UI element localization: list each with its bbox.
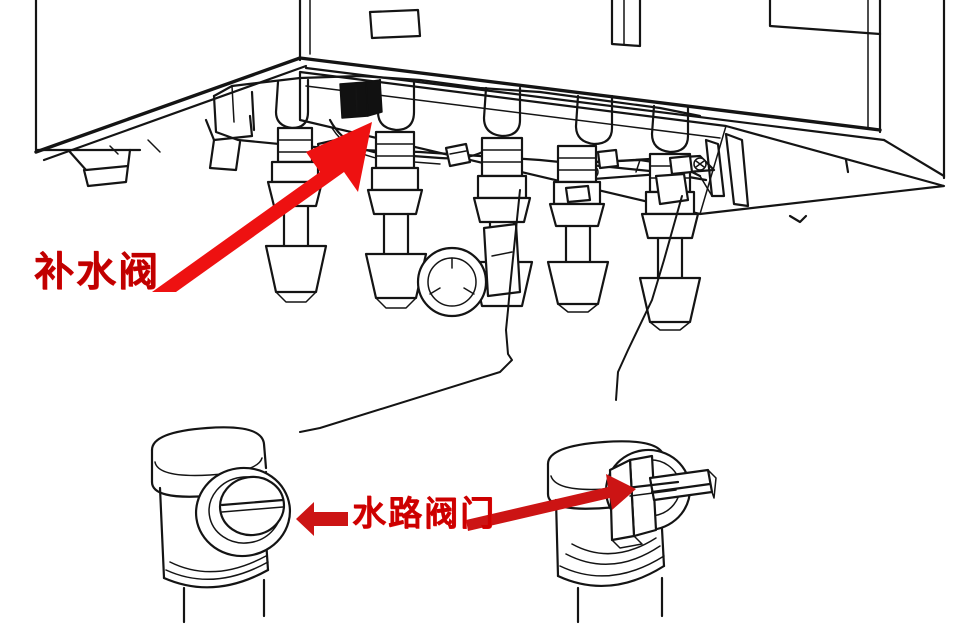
valve-detail-open [546,440,717,624]
clip-detail-4 [668,154,694,176]
valve-slot-screw [218,475,286,537]
clip-detail-2 [444,142,472,168]
pipe-connection-3 [416,136,534,318]
leader-lines [299,189,683,433]
valve-detail-closed [150,426,292,624]
clip-detail-3 [596,148,620,170]
refill-valve-arrow [152,122,372,292]
support-strap [704,138,726,198]
mounting-bracket-left [208,138,242,172]
pipe-connection-4 [546,144,610,313]
refill-valve-body [339,79,383,119]
boiler-casing [34,0,946,180]
leader-line-left [299,189,521,433]
rating-label-panel [368,8,422,40]
label-water-circuit-valve: 水路阀门 [352,494,496,534]
water-valve-left-arrow [296,502,348,536]
pipe-connection-2 [364,130,428,309]
water-valve-right-arrow [466,474,636,531]
label-refill-valve: 补水阀 [34,249,160,295]
leader-line-right [615,195,683,401]
pipe-connection-1 [264,126,328,303]
